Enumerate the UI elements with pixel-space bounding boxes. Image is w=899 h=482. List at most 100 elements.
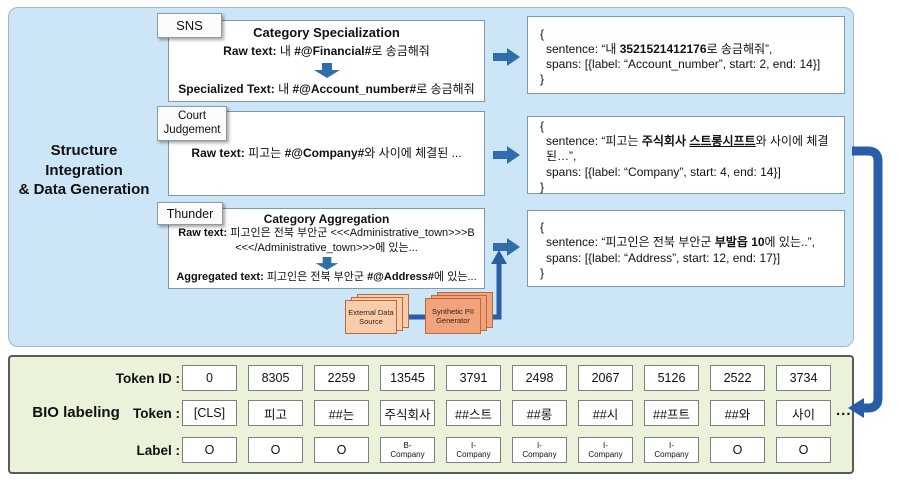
json-output-box-1: { sentence: “내 3521521412176로 송금해줘”, spa… — [527, 16, 845, 94]
sentence-entity: 부발읍 10 — [714, 235, 765, 250]
bio-labeling-title: BIO labeling — [32, 404, 120, 421]
aggregated-text-label: Aggregated text: — [176, 271, 267, 284]
token-cell: ##스트 — [446, 400, 501, 426]
raw-text-placeholder: #@Financial# — [294, 44, 372, 58]
raw-text-label: Raw text: — [223, 44, 280, 58]
label-cell: O — [182, 437, 237, 463]
aggregated-text-line: Aggregated text: 피고인은 전북 부안군 #@Address#에… — [176, 271, 476, 285]
label-cell: O — [248, 437, 303, 463]
raw-text-post: 로 송금해줘 — [371, 44, 430, 58]
label-cell: O — [776, 437, 831, 463]
token-id-cell: 2067 — [578, 365, 633, 391]
token-cell: ##프트 — [644, 400, 699, 426]
specialized-text-pre: 내 — [278, 82, 293, 96]
json-output-box-3: { sentence: “피고인은 전북 부안군 부발읍 10에 있는..”, … — [527, 210, 845, 287]
token-cell: 사이 — [776, 400, 831, 426]
token-id-cell: 2522 — [710, 365, 765, 391]
specialized-text-post: 로 송금해줘 — [416, 82, 475, 96]
right-arrow-icon — [493, 238, 520, 256]
label-cell: I- Company — [512, 437, 567, 463]
tab-sns: SNS — [157, 13, 222, 38]
specialized-text-label: Specialized Text: — [178, 82, 279, 96]
box-heading: Category Specialization — [253, 25, 400, 40]
sentence-post: 로 송금해줘”, — [706, 41, 773, 56]
raw-text-placeholder: #@Company# — [284, 146, 365, 160]
sentence-pre: sentence: “피고는 — [546, 134, 642, 149]
json-spans-line: spans: [{label: “Company”, start: 4, end… — [546, 164, 781, 179]
json-sentence-line: sentence: “피고인은 전북 부안군 부발읍 10에 있는..”, — [540, 235, 836, 250]
raw-text-label: Raw text: — [191, 146, 249, 160]
token-ellipsis: ... — [836, 402, 852, 419]
json-close-brace: } — [540, 179, 545, 194]
token-id-cell: 3791 — [446, 365, 501, 391]
token-id-cell: 8305 — [248, 365, 303, 391]
token-cell: ##시 — [578, 400, 633, 426]
token-id-cell: 2259 — [314, 365, 369, 391]
label-cell: O — [314, 437, 369, 463]
token-row: [CLS] 피고 ##는 주식회사 ##스트 ##롱 ##시 ##프트 ##와 … — [182, 400, 831, 426]
synthetic-pii-generator-card: Synthetic PII Generator — [425, 298, 481, 334]
label-cell: I- Company — [578, 437, 633, 463]
json-output-box-2: { sentence: “피고는 주식회사 스트롱시프트와 사이에 체결된…”,… — [527, 116, 845, 194]
json-open-brace: { — [540, 220, 545, 235]
sentence-post: 에 있는..”, — [764, 235, 815, 250]
json-close-brace: } — [540, 265, 545, 280]
raw-text-pre: 내 — [279, 44, 295, 58]
token-row-label: Token : — [133, 406, 180, 421]
token-cell: ##롱 — [512, 400, 567, 426]
right-arrow-icon — [493, 146, 520, 164]
tab-sns-label: SNS — [176, 18, 203, 33]
sentence-entity-underlined: 스트롱시프트 — [689, 134, 756, 149]
down-arrow-icon — [315, 257, 338, 271]
raw-text-line-1: Raw text: 피고인은 전북 부안군 <<<Administrative_… — [178, 227, 475, 241]
aggregated-text-placeholder: #@Address# — [367, 271, 435, 284]
json-sentence-line: sentence: “피고는 주식회사 스트롱시프트와 사이에 체결된…”, — [540, 134, 836, 164]
raw-text-post: 와 사이에 체결된 ... — [364, 146, 462, 160]
json-close-brace: } — [540, 72, 545, 87]
label-row-label: Label : — [136, 443, 180, 458]
label-cell: I- Company — [446, 437, 501, 463]
token-cell: 주식회사 — [380, 400, 435, 426]
json-spans-line: spans: [{label: “Account_number”, start:… — [546, 57, 821, 71]
raw-text-line: Raw text: 피고는 #@Company#와 사이에 체결된 ... — [191, 146, 461, 161]
box-heading: Category Aggregation — [263, 212, 390, 226]
token-id-cell: 13545 — [380, 365, 435, 391]
external-data-source-card: External Data Source — [345, 300, 397, 334]
token-id-row-label: Token ID : — [115, 371, 180, 386]
raw-text-label: Raw text: — [178, 227, 231, 240]
token-cell: [CLS] — [182, 400, 237, 426]
aggregated-text-pre: 피고인은 전북 부안군 — [266, 271, 368, 284]
synthetic-pii-generator-label: Synthetic PII Generator — [431, 306, 475, 325]
token-cell: 피고 — [248, 400, 303, 426]
specialized-text-placeholder: #@Account_number# — [292, 82, 417, 96]
label-cell: O — [710, 437, 765, 463]
loop-connector-line — [852, 146, 883, 413]
right-arrow-icon — [493, 48, 520, 66]
token-id-row: 0 8305 2259 13545 3791 2498 2067 5126 25… — [182, 365, 831, 391]
sentence-post: 와 사이에 체결된…”, — [546, 134, 829, 164]
json-open-brace: { — [540, 118, 545, 133]
token-id-cell: 2498 — [512, 365, 567, 391]
external-data-source-label: External Data Source — [348, 307, 394, 326]
raw-text-content: 피고인은 전북 부안군 <<<Administrative_town>>>B — [230, 227, 475, 240]
token-cell: ##는 — [314, 400, 369, 426]
token-cell: ##와 — [710, 400, 765, 426]
raw-text-line: Raw text: 내 #@Financial#로 송금해줘 — [223, 44, 430, 59]
label-cell: B- Company — [380, 437, 435, 463]
token-id-cell: 3734 — [776, 365, 831, 391]
label-cell: I- Company — [644, 437, 699, 463]
tab-thunder-label: Thunder — [166, 206, 214, 221]
token-id-cell: 0 — [182, 365, 237, 391]
tab-court-judgement: Court Judgement — [157, 106, 227, 141]
thunder-example-box: Category Aggregation Raw text: 피고인은 전북 부… — [168, 208, 485, 289]
json-spans-line: spans: [{label: “Address”, start: 12, en… — [546, 250, 781, 265]
section-title: Structure Integration & Data Generation — [18, 142, 150, 198]
tab-thunder: Thunder — [157, 202, 223, 225]
label-row: O O O B- Company I- Company I- Company I… — [182, 437, 831, 463]
sentence-pre: sentence: “피고인은 전북 부안군 — [546, 235, 715, 250]
sentence-pre: sentence: “내 — [546, 41, 620, 56]
aggregated-text-post: 에 있는... — [434, 271, 477, 284]
json-open-brace: { — [540, 26, 545, 41]
token-id-cell: 5126 — [644, 365, 699, 391]
